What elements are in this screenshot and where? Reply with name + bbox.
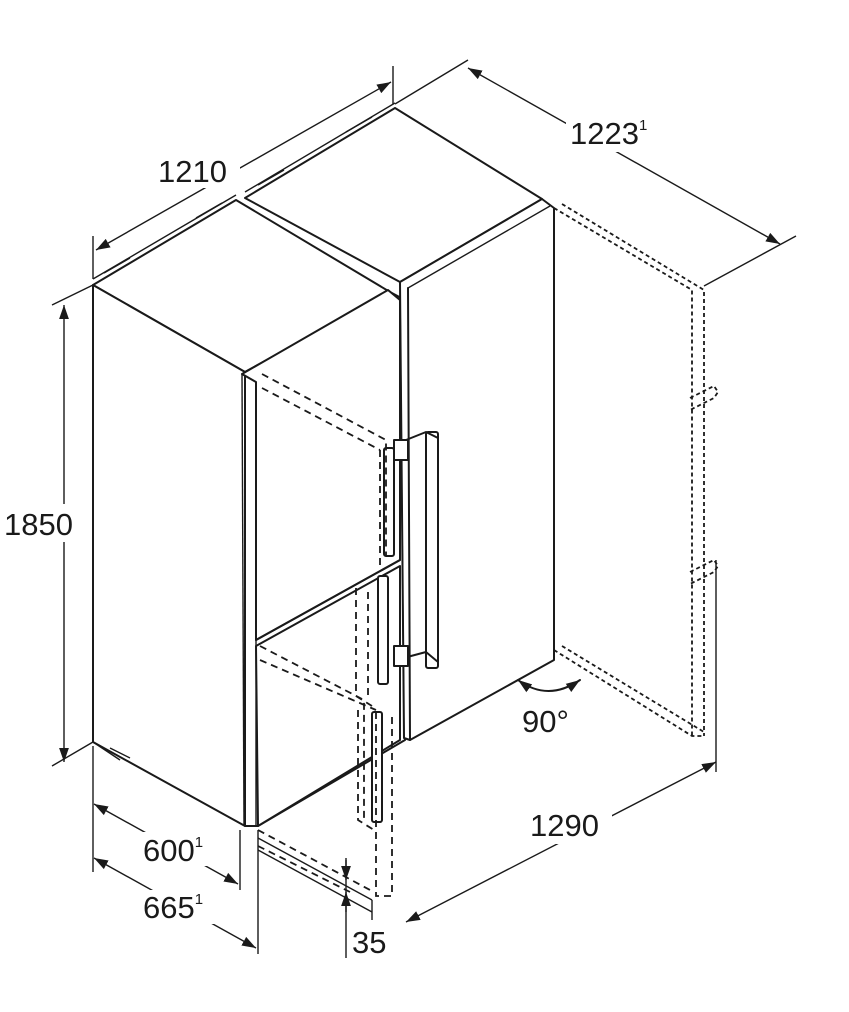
depth-handle-footnote: 1	[195, 891, 203, 908]
svg-text:1290: 1290	[530, 808, 599, 843]
svg-text:12231: 12231	[570, 116, 647, 151]
open-door-clearance-value: 1290	[530, 808, 599, 843]
svg-text:6001: 6001	[143, 833, 203, 868]
left-cabinet-side	[92, 284, 246, 827]
door-angle-arc	[517, 679, 581, 693]
depth-open-footnote: 1	[639, 117, 647, 134]
svg-text:1210: 1210	[158, 154, 227, 189]
left-doors-open-outline	[257, 373, 393, 897]
width-value: 1210	[158, 154, 227, 189]
depth-handle-value: 665	[143, 890, 195, 925]
dimension-depth-handle: 6651	[93, 830, 259, 954]
dimension-door-offset: 35	[257, 837, 386, 960]
height-value: 1850	[4, 507, 73, 542]
door-offset-value: 35	[352, 925, 386, 960]
dimension-open-door-clearance: 1290	[371, 560, 717, 923]
dimension-height: 1850	[2, 284, 94, 767]
left-cabinet	[92, 194, 406, 827]
depth-open-value: 1223	[570, 116, 639, 151]
right-door-handle	[393, 431, 439, 669]
svg-text:35: 35	[352, 925, 386, 960]
dimension-width: 1210	[92, 66, 394, 279]
depth-body-value: 600	[143, 833, 195, 868]
door-angle-label: 90°	[522, 704, 569, 739]
svg-text:6651: 6651	[143, 890, 203, 925]
right-cabinet-door	[399, 198, 555, 741]
right-door-open-outline	[553, 203, 720, 737]
depth-body-footnote: 1	[195, 834, 203, 851]
left-lower-door	[255, 565, 401, 827]
svg-text:1850: 1850	[4, 507, 73, 542]
dimension-depth-open: 12231	[394, 59, 797, 287]
